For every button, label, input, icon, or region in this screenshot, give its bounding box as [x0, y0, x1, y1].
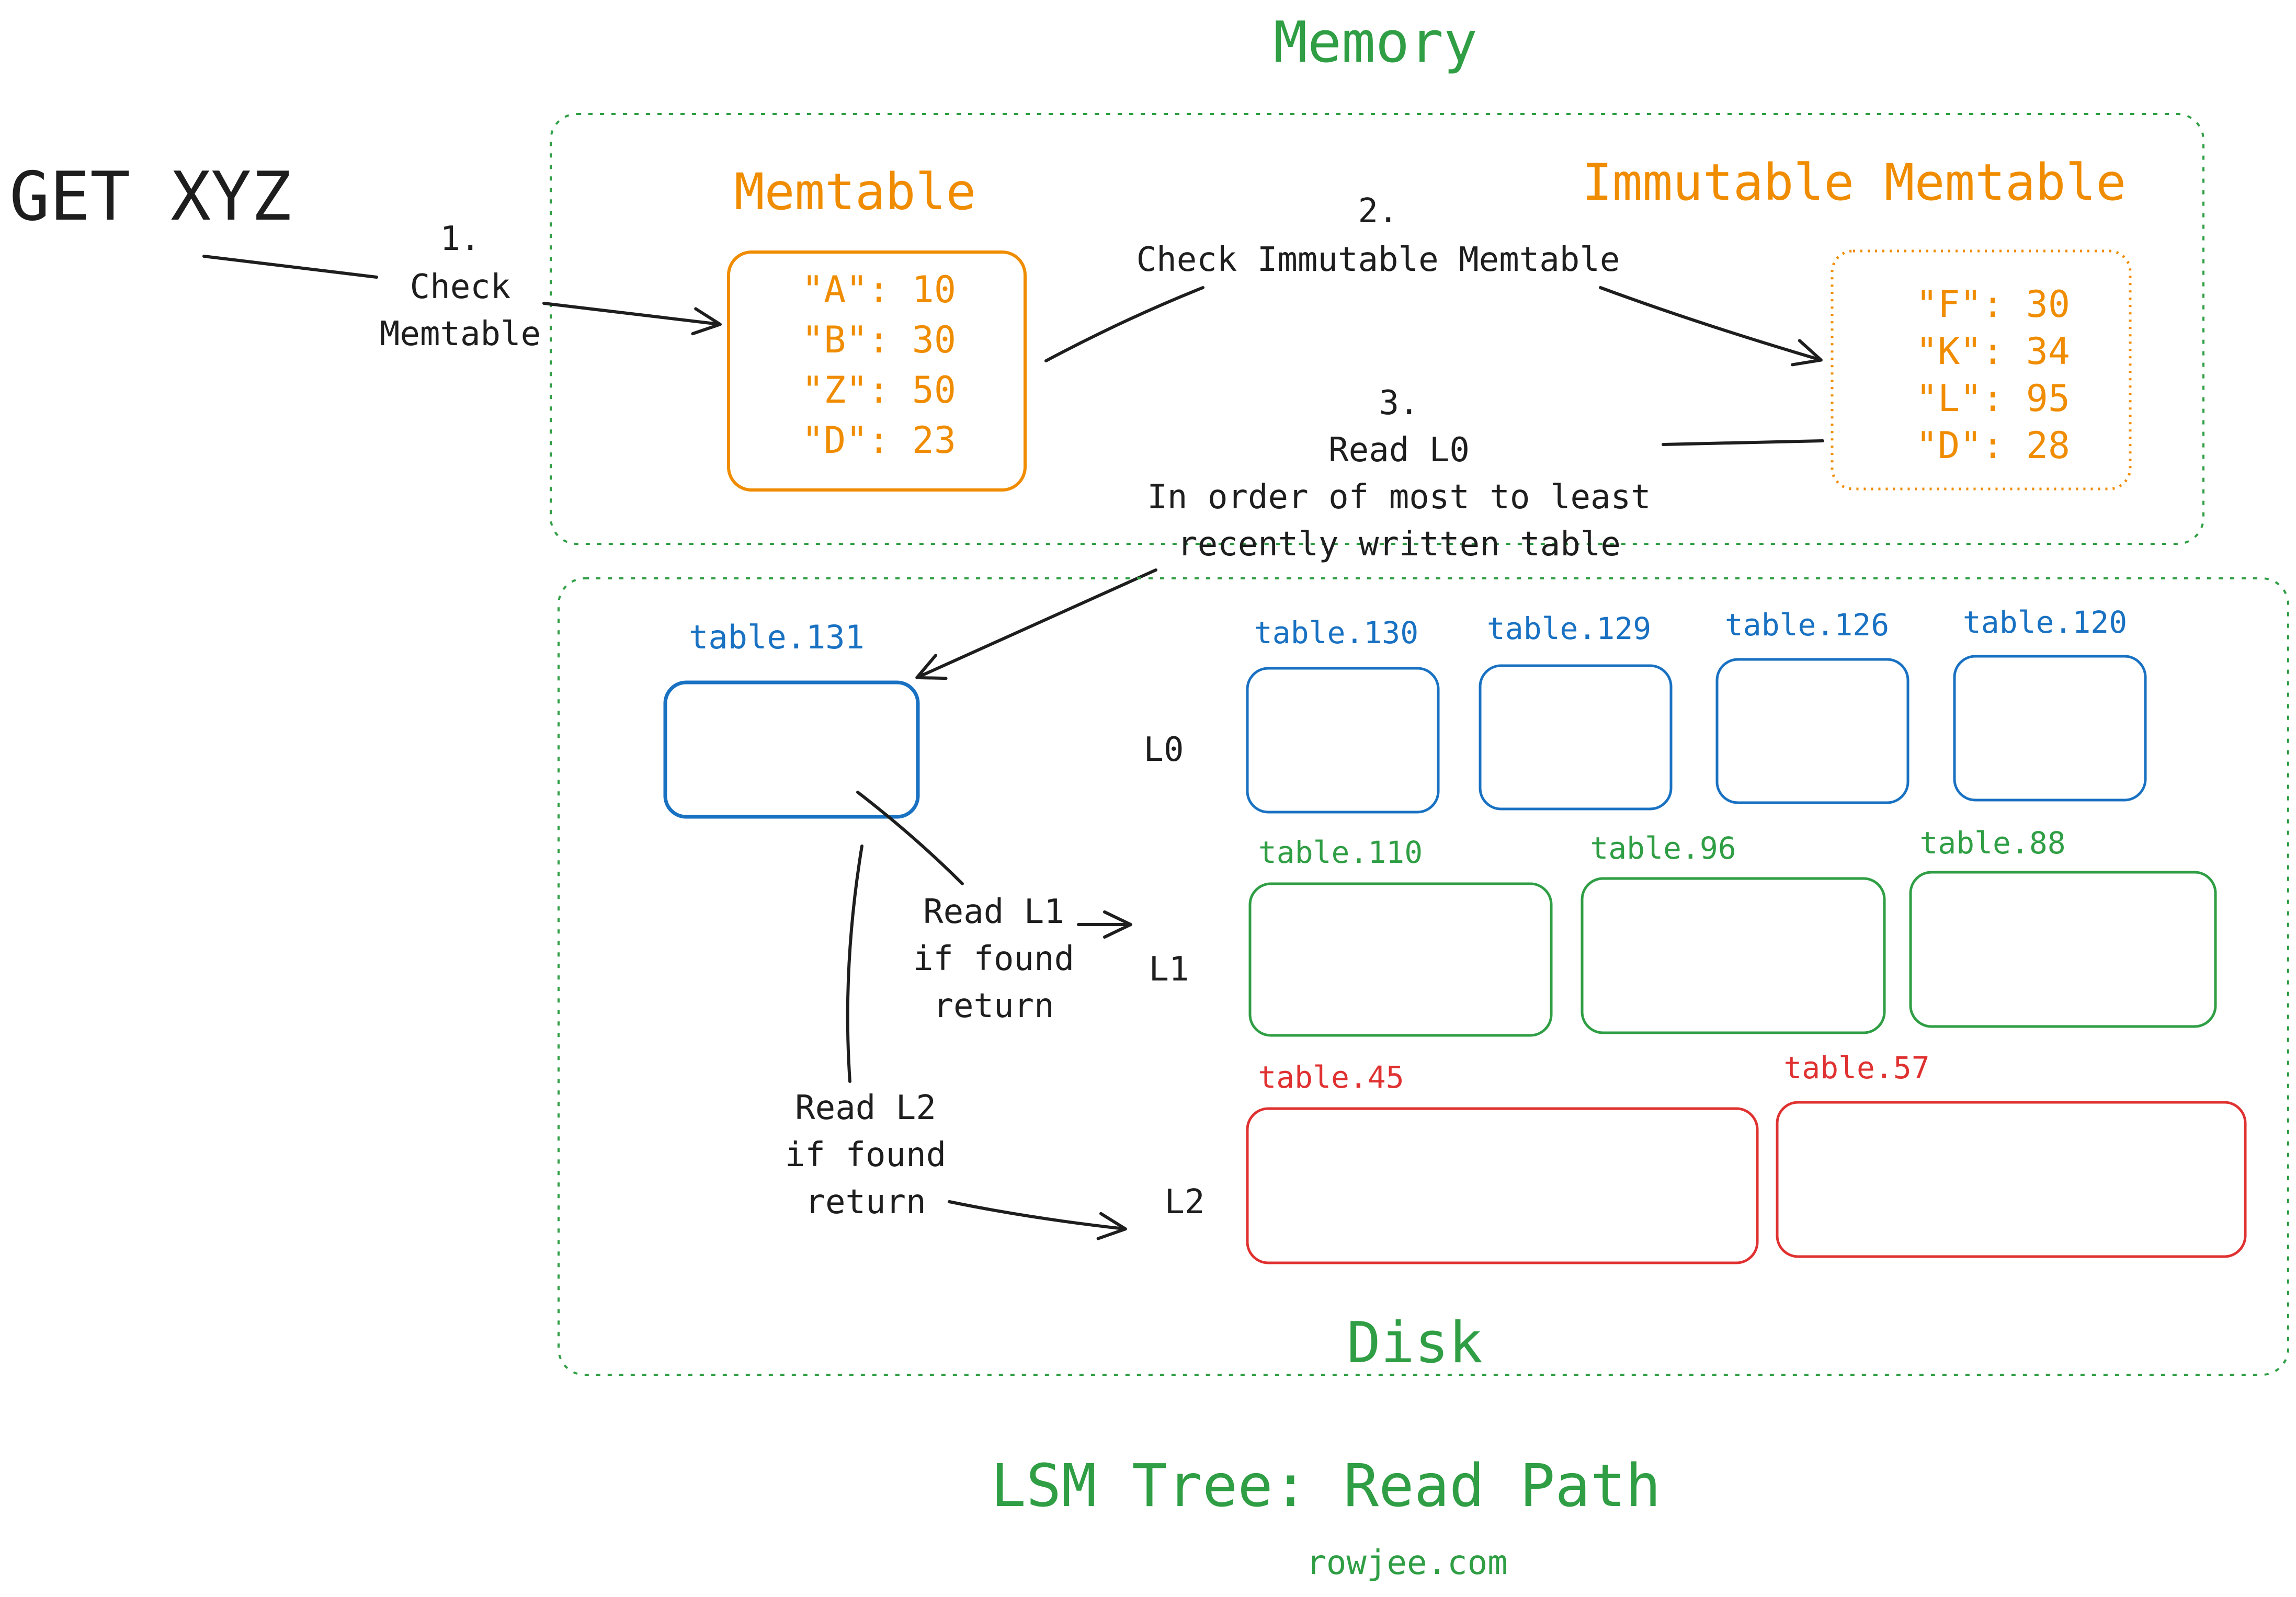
immutable-entry: "D": 28	[1916, 424, 2070, 467]
l1-table-label: table.110	[1258, 835, 1423, 870]
read-l2-arrow-start	[846, 845, 863, 1083]
read-l1-line: Read L1	[923, 893, 1064, 931]
disk-title: Disk	[1347, 1310, 1483, 1376]
l1-table-box	[1581, 877, 1886, 1034]
l1-table-label: table.96	[1590, 830, 1736, 866]
memtable-title: Memtable	[734, 163, 976, 221]
step2-line: 2.	[1358, 192, 1398, 231]
l0-table-box	[1246, 667, 1440, 814]
memory-region	[550, 113, 2204, 545]
l2-table-box	[1246, 1107, 1759, 1264]
site-credit: rowjee.com	[1306, 1544, 1507, 1582]
read-l1-arrow-start	[856, 791, 964, 885]
l2-tables: table.45 table.57	[1246, 1050, 2247, 1264]
step1-line: Memtable	[380, 315, 541, 353]
l0-table-label: table.126	[1725, 607, 1889, 643]
l1-table-box	[1909, 871, 2217, 1028]
step1-line: 1.	[440, 220, 480, 258]
memtable-entries: "A": 10 "B": 30 "Z": 50 "D": 23	[802, 268, 956, 462]
step1-arrow	[542, 302, 722, 336]
immutable-memtable-box	[1831, 249, 2132, 490]
l0-table-label: table.129	[1487, 611, 1651, 646]
step2-arrow	[1599, 286, 1823, 367]
diagram-title: LSM Tree: Read Path	[991, 1452, 1661, 1520]
step1-label: 1. Check Memtable	[380, 220, 541, 353]
immutable-entry: "L": 95	[1916, 377, 2070, 420]
memtable-entry: "D": 23	[802, 419, 956, 462]
immutable-memtable-entries: "F": 30 "K": 34 "L": 95 "D": 28	[1916, 283, 2070, 467]
step3-line: 3.	[1379, 384, 1419, 423]
level-label-l0: L0	[1143, 731, 1184, 769]
read-l2-arrow	[948, 1200, 1127, 1240]
newest-table-label: table.131	[689, 618, 865, 656]
memtable-entry: "A": 10	[802, 268, 956, 311]
memtable-box	[727, 250, 1027, 492]
read-l1-line: if found	[913, 940, 1074, 978]
step2-arrow-start	[1044, 286, 1204, 362]
read-l1-label: Read L1 if found return	[913, 893, 1074, 1025]
immutable-entry: "K": 34	[1916, 330, 2070, 373]
step2-line: Check Immutable Memtable	[1136, 241, 1620, 279]
l2-table-label: table.57	[1783, 1050, 1929, 1086]
l0-table-box	[1479, 664, 1673, 811]
l2-table-box	[1776, 1101, 2247, 1258]
step3-arrow-start	[1662, 439, 1824, 446]
level-label-l2: L2	[1164, 1183, 1204, 1222]
step3-line: recently written table	[1177, 525, 1621, 564]
l0-table-label: table.120	[1963, 604, 2127, 640]
read-l2-line: return	[805, 1183, 926, 1222]
disk-region	[558, 577, 2289, 1376]
request-label: GET XYZ	[9, 158, 291, 236]
level-label-l1: L1	[1149, 950, 1189, 989]
memory-title: Memory	[1274, 10, 1477, 75]
step3-line: Read L0	[1328, 431, 1470, 470]
l1-tables: table.110 table.96 table.88	[1248, 825, 2217, 1037]
read-l2-line: if found	[785, 1136, 946, 1174]
memtable-entry: "Z": 50	[802, 369, 956, 412]
l1-table-label: table.88	[1919, 825, 2065, 861]
l2-table-label: table.45	[1258, 1059, 1404, 1095]
read-l1-line: return	[933, 987, 1054, 1025]
step1-line: Check	[410, 268, 511, 306]
l0-table-box	[1953, 655, 2147, 802]
step1-arrow-start	[202, 255, 378, 279]
read-l2-label: Read L2 if found return	[785, 1089, 946, 1222]
step3-label: 3. Read L0 In order of most to least rec…	[1147, 384, 1651, 564]
immutable-memtable-title: Immutable Memtable	[1582, 153, 2126, 212]
l1-table-box	[1248, 882, 1553, 1037]
step3-line: In order of most to least	[1147, 478, 1651, 517]
step3-arrow	[915, 568, 1157, 680]
step2-label: 2. Check Immutable Memtable	[1136, 192, 1620, 279]
newest-table-box	[663, 680, 920, 819]
l0-table-label: table.130	[1254, 615, 1418, 651]
read-l2-line: Read L2	[795, 1089, 936, 1127]
l0-tables: table.130 table.129 table.126 table.120	[1246, 604, 2147, 814]
l0-table-box	[1715, 658, 1909, 804]
memtable-entry: "B": 30	[802, 318, 956, 361]
immutable-entry: "F": 30	[1916, 283, 2070, 326]
